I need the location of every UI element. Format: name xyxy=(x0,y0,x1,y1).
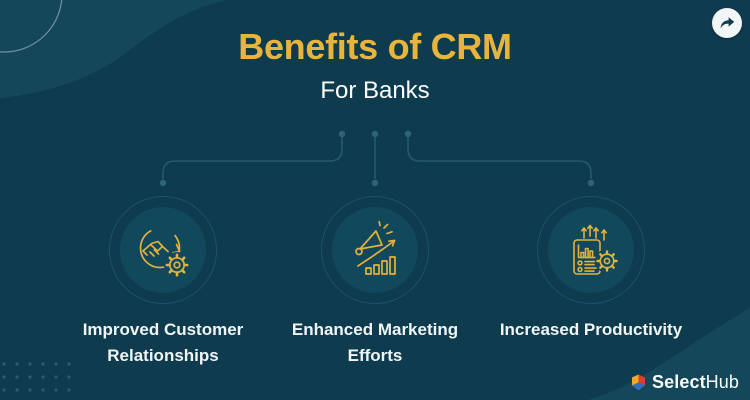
benefit-badge-inner xyxy=(332,207,418,293)
benefit-badge xyxy=(537,196,645,304)
benefit-card-marketing-efforts: Enhanced Marketing Efforts xyxy=(260,196,490,370)
page-title: Benefits of CRM xyxy=(238,26,512,67)
benefit-badge xyxy=(109,196,217,304)
megaphone-growth-chart-icon xyxy=(355,220,396,275)
benefit-label: Enhanced Marketing Efforts xyxy=(291,320,459,366)
benefit-label: Increased Productivity xyxy=(499,320,683,339)
selecthub-logo[interactable]: SelectHub xyxy=(630,372,739,393)
benefit-card-productivity: Increased Productivity xyxy=(476,196,706,343)
page-subtitle: For Banks xyxy=(320,76,430,104)
hero-header: Benefits of CRM For Banks xyxy=(0,27,750,104)
share-arrow-icon xyxy=(720,17,735,29)
benefit-label: Improved Customer Relationships xyxy=(82,320,244,366)
report-arrows-gear-icon xyxy=(573,224,619,275)
brand-name-bold: Select xyxy=(652,372,706,392)
share-button[interactable] xyxy=(712,8,742,38)
brand-name-light: Hub xyxy=(705,372,739,392)
benefit-card-customer-relationships: Improved Customer Relationships xyxy=(48,196,278,370)
benefit-badge-inner xyxy=(548,207,634,293)
connector-lines xyxy=(162,137,592,179)
connector-dots xyxy=(159,130,595,187)
benefit-badge-inner xyxy=(120,207,206,293)
handshake-sync-gear-icon xyxy=(139,227,190,278)
benefit-badge xyxy=(321,196,429,304)
brand-name: SelectHub xyxy=(652,372,739,393)
selecthub-cube-icon xyxy=(632,374,646,391)
